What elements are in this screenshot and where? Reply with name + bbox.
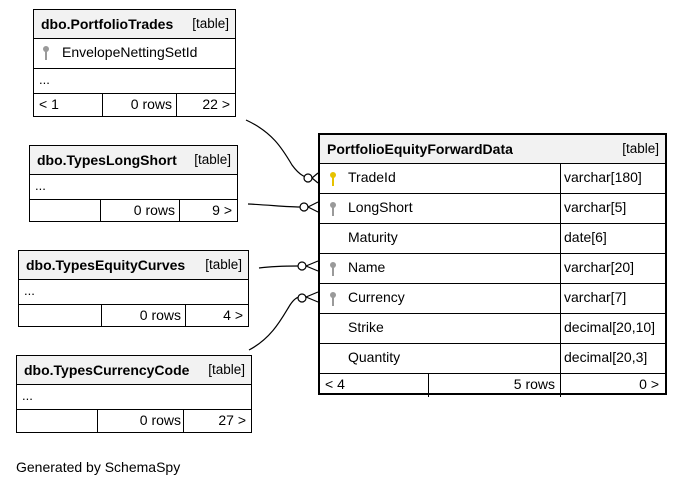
table-portfolio-equity-forward-data[interactable]: PortfolioEquityForwardData [table] Trade… bbox=[318, 133, 667, 397]
table-header: dbo.TypesLongShort [table] bbox=[30, 146, 237, 175]
column-row[interactable]: TradeId varchar[180] bbox=[320, 164, 665, 194]
table-header: dbo.PortfolioTrades [table] bbox=[34, 10, 235, 39]
table-header: PortfolioEquityForwardData [table] bbox=[320, 135, 665, 164]
relation-crowfoot bbox=[307, 201, 319, 213]
table-types-currency-code[interactable]: dbo.TypesCurrencyCode [table] ... 0 rows… bbox=[16, 355, 252, 433]
foreign-key-icon bbox=[328, 201, 338, 220]
column-row[interactable]: Maturity date[6] bbox=[320, 224, 665, 254]
column-name: Strike bbox=[348, 319, 384, 335]
parents-count[interactable]: < 1 bbox=[39, 96, 59, 112]
row-count: 0 rows bbox=[139, 307, 181, 323]
column-row[interactable]: EnvelopeNettingSetId bbox=[34, 39, 235, 69]
table-kind: [table] bbox=[194, 152, 231, 167]
table-types-long-short[interactable]: dbo.TypesLongShort [table] ... 0 rows 9 … bbox=[29, 145, 238, 222]
table-footer: 0 rows 27 > bbox=[17, 410, 251, 432]
relation-end-circle bbox=[299, 202, 309, 212]
relation-crowfoot bbox=[305, 291, 319, 303]
column-name: Name bbox=[348, 259, 386, 275]
foreign-key-icon bbox=[41, 45, 51, 64]
relation-crowfoot bbox=[311, 172, 319, 184]
more-columns-ellipsis: ... bbox=[19, 280, 248, 305]
column-name: Maturity bbox=[348, 229, 398, 245]
table-footer: 0 rows 4 > bbox=[19, 305, 248, 327]
table-name: dbo.TypesLongShort bbox=[37, 152, 177, 168]
table-kind: [table] bbox=[205, 257, 242, 272]
row-count: 0 rows bbox=[133, 202, 175, 218]
table-footer: < 1 0 rows 22 > bbox=[34, 94, 235, 116]
column-name: Quantity bbox=[348, 349, 401, 365]
more-columns-ellipsis: ... bbox=[30, 175, 237, 200]
generated-by-label: Generated by SchemaSpy bbox=[16, 459, 181, 475]
row-count: 0 rows bbox=[130, 96, 172, 112]
relation-line-portfolio-trades bbox=[245, 119, 313, 179]
table-kind: [table] bbox=[622, 141, 659, 156]
parents-count[interactable]: < 4 bbox=[325, 376, 345, 392]
column-name: LongShort bbox=[348, 199, 413, 215]
more-columns-ellipsis: ... bbox=[34, 69, 235, 94]
column-type: varchar[5] bbox=[564, 199, 627, 215]
children-count[interactable]: 22 > bbox=[202, 96, 230, 112]
row-count: 5 rows bbox=[513, 376, 555, 392]
row-count: 0 rows bbox=[139, 412, 181, 428]
foreign-key-icon bbox=[328, 261, 338, 280]
column-type: varchar[20] bbox=[564, 259, 635, 275]
table-kind: [table] bbox=[192, 16, 229, 31]
column-type: decimal[20,10] bbox=[564, 319, 656, 335]
children-count[interactable]: 4 > bbox=[223, 307, 243, 323]
relation-line-types-equity-curves bbox=[258, 265, 299, 269]
column-name: Currency bbox=[348, 289, 405, 305]
column-row[interactable]: Name varchar[20] bbox=[320, 254, 665, 284]
table-footer: 0 rows 9 > bbox=[30, 200, 237, 222]
table-header: dbo.TypesEquityCurves [table] bbox=[19, 251, 248, 280]
table-types-equity-curves[interactable]: dbo.TypesEquityCurves [table] ... 0 rows… bbox=[18, 250, 249, 327]
table-portfolio-trades[interactable]: dbo.PortfolioTrades [table] EnvelopeNett… bbox=[33, 9, 236, 117]
children-count[interactable]: 0 > bbox=[639, 376, 659, 392]
column-row[interactable]: Currency varchar[7] bbox=[320, 284, 665, 314]
foreign-key-icon bbox=[328, 291, 338, 310]
column-row[interactable]: Quantity decimal[20,3] bbox=[320, 344, 665, 374]
table-name: dbo.TypesEquityCurves bbox=[26, 257, 186, 273]
relation-end-circle bbox=[297, 293, 307, 303]
table-name: PortfolioEquityForwardData bbox=[327, 141, 513, 157]
table-kind: [table] bbox=[208, 362, 245, 377]
column-type: decimal[20,3] bbox=[564, 349, 648, 365]
table-name: dbo.TypesCurrencyCode bbox=[24, 362, 190, 378]
relation-line-types-currency-code bbox=[248, 296, 301, 351]
relation-crowfoot bbox=[305, 260, 319, 272]
children-count[interactable]: 27 > bbox=[218, 412, 246, 428]
relation-end-circle bbox=[303, 173, 313, 183]
children-count[interactable]: 9 > bbox=[212, 202, 232, 218]
more-columns-ellipsis: ... bbox=[17, 385, 251, 410]
relation-end-circle bbox=[297, 261, 307, 271]
relation-line-types-long-short bbox=[247, 203, 301, 208]
table-name: dbo.PortfolioTrades bbox=[41, 16, 174, 32]
column-type: varchar[7] bbox=[564, 289, 627, 305]
column-row[interactable]: Strike decimal[20,10] bbox=[320, 314, 665, 344]
column-type: date[6] bbox=[564, 229, 607, 245]
primary-key-icon bbox=[328, 171, 338, 190]
column-type: varchar[180] bbox=[564, 169, 642, 185]
table-header: dbo.TypesCurrencyCode [table] bbox=[17, 356, 251, 385]
column-name: EnvelopeNettingSetId bbox=[62, 44, 198, 60]
column-row[interactable]: LongShort varchar[5] bbox=[320, 194, 665, 224]
table-footer: < 4 5 rows 0 > bbox=[320, 374, 665, 397]
column-name: TradeId bbox=[348, 169, 396, 185]
